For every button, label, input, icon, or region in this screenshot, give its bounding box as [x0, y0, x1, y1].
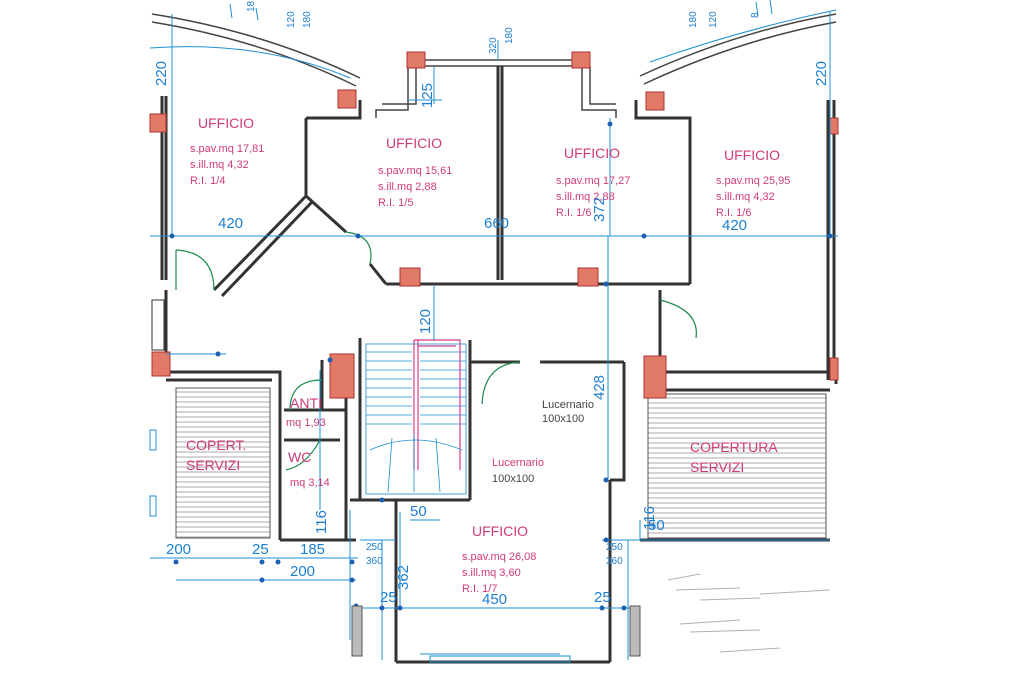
room-name-line-2: SERVIZI: [690, 459, 744, 475]
dim-220-left: 220: [153, 61, 170, 86]
room-name: WC: [288, 449, 311, 465]
roof-hatch-left: [175, 387, 271, 539]
room-name: UFFICIO: [386, 135, 442, 151]
room-name-line-2: SERVIZI: [186, 457, 240, 473]
dim-420-right: 420: [722, 217, 747, 234]
room-floor-area: s.pav.mq 25,95: [716, 175, 790, 187]
dim-120-top-right: 120: [708, 11, 719, 28]
room-ratio: R.I. 1/6: [556, 207, 591, 219]
doors: [175, 231, 697, 471]
room-name: UFFICIO: [198, 115, 254, 131]
dim-120-mid: 120: [417, 309, 434, 334]
room-ratio: R.I. 1/5: [378, 197, 413, 209]
roof-hatch-right: [647, 393, 827, 539]
dim-50-left: 50: [410, 503, 427, 520]
dim-200-a: 200: [166, 541, 191, 558]
dim-180-top-right: 180: [688, 11, 699, 28]
room-wc: WC mq 3,14: [288, 449, 330, 489]
dim-25-c: 25: [594, 589, 611, 606]
room-office-bottom: UFFICIO s.pav.mq 26,08 s.ill.mq 3,60 R.I…: [462, 523, 536, 595]
dim-25-b: 25: [380, 589, 397, 606]
curved-facade-right: [639, 0, 837, 85]
room-anti: ANTI mq 1,93: [286, 395, 326, 429]
room-floor-area: s.pav.mq 17,81: [190, 143, 264, 155]
dim-372: 372: [591, 197, 608, 222]
room-name: UFFICIO: [472, 523, 528, 539]
room-floor-area: s.pav.mq 15,61: [378, 165, 452, 177]
room-name: UFFICIO: [564, 145, 620, 161]
dim-320: 320: [488, 37, 499, 54]
staircase: [365, 339, 467, 495]
dimension-points: [169, 121, 833, 611]
dim-220-right: 220: [813, 61, 830, 86]
dim-50-right: 50: [648, 517, 665, 534]
room-name: UFFICIO: [724, 147, 780, 163]
dim-180-top-left: 180: [302, 11, 313, 28]
room-light-area: s.ill.mq 4,32: [716, 191, 775, 203]
room-office-top-center: UFFICIO s.pav.mq 15,61 s.ill.mq 2,88 R.I…: [378, 135, 452, 209]
room-name-line-1: COPERT.: [186, 437, 246, 453]
room-office-top-right-1: UFFICIO s.pav.mq 17,27 s.ill.mq 2,88 R.I…: [556, 145, 630, 219]
room-copertura-servizi: COPERTURA SERVIZI: [690, 439, 778, 475]
dim-360-left: 360: [366, 556, 383, 567]
dim-116-right: 116: [641, 506, 658, 530]
dim-360-right: 360: [606, 556, 623, 567]
top-recess: [375, 40, 617, 118]
skylight-lower: Lucernario 100x100: [492, 457, 544, 485]
room-ratio: R.I. 1/7: [462, 583, 497, 595]
room-light-area: s.ill.mq 3,60: [462, 567, 521, 579]
dim-185: 185: [300, 541, 325, 558]
bottom-windows: [149, 299, 641, 663]
room-area: mq 1,93: [286, 417, 326, 429]
dim-25-a: 25: [252, 541, 269, 558]
room-office-top-left: UFFICIO s.pav.mq 17,81 s.ill.mq 4,32 R.I…: [190, 115, 264, 187]
room-copert-servizi: COPERT. SERVIZI: [186, 437, 246, 473]
room-office-top-right-2: UFFICIO s.pav.mq 25,95 s.ill.mq 4,32 R.I…: [716, 147, 790, 219]
room-light-area: s.ill.mq 2,88: [378, 181, 437, 193]
dim-120-top-left: 120: [286, 11, 297, 28]
room-light-area: s.ill.mq 4,32: [190, 159, 249, 171]
dim-250-right: 250: [606, 542, 623, 553]
room-light-area: s.ill.mq 2,88: [556, 191, 615, 203]
room-ratio: R.I. 1/4: [190, 175, 225, 187]
curved-facade-left: [149, 3, 361, 87]
room-area: mq 3,14: [290, 477, 330, 489]
room-floor-area: s.pav.mq 26,08: [462, 551, 536, 563]
dim-660: 660: [484, 215, 509, 232]
dim-116-left: 116: [313, 510, 330, 534]
dimension-lines: [150, 12, 838, 660]
dim-200-b: 200: [290, 563, 315, 580]
room-floor-area: s.pav.mq 17,27: [556, 175, 630, 187]
faint-sketch: [667, 573, 831, 653]
skylight-upper: Lucernario 100x100: [542, 399, 594, 425]
room-name: ANTI: [290, 395, 322, 411]
dim-420-left: 420: [218, 215, 243, 232]
dim-450: 450: [482, 591, 507, 608]
columns: [149, 51, 839, 399]
dim-125: 125: [419, 83, 436, 108]
skylight-label: Lucernario: [542, 399, 594, 411]
dim-8-top-right: 8: [750, 12, 761, 18]
dimension-labels: 220 220 125 320 180 120 180 18 120 180 8…: [153, 0, 830, 608]
dim-362: 362: [395, 565, 412, 590]
dim-428: 428: [591, 375, 608, 400]
room-ratio: R.I. 1/6: [716, 207, 751, 219]
dim-180-top: 180: [504, 27, 515, 44]
skylight-label: Lucernario: [492, 457, 544, 469]
room-name-line-1: COPERTURA: [690, 439, 778, 455]
skylight-size: 100x100: [542, 413, 584, 425]
dim-18-top-left: 18: [246, 0, 257, 12]
skylight-size: 100x100: [492, 473, 534, 485]
dim-250-left: 250: [366, 542, 383, 553]
